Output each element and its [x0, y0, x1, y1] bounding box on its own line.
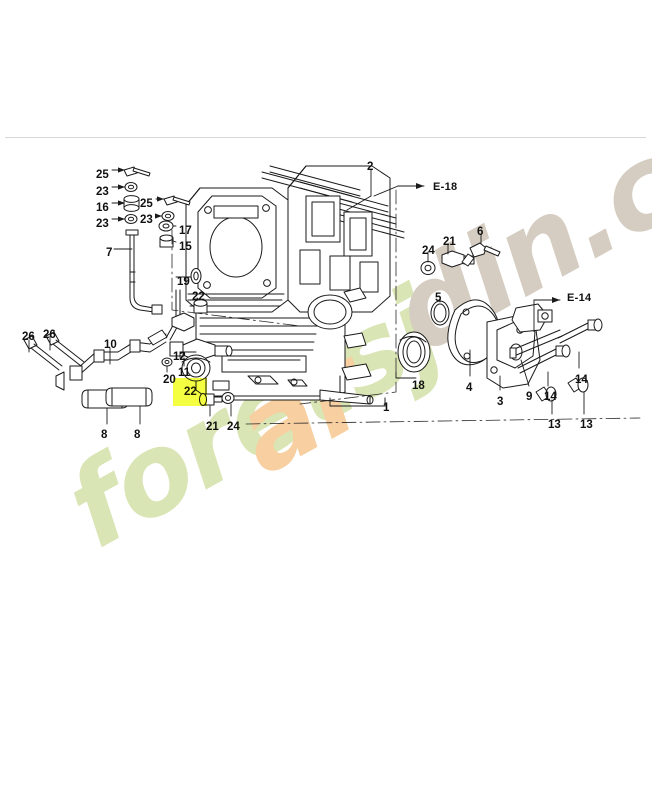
callout-c13a: 13	[548, 419, 561, 431]
callout-c23a: 23	[96, 186, 109, 198]
callout-c16: 16	[96, 202, 109, 214]
callout-c23c: 23	[140, 214, 153, 226]
callout-c23b: 23	[96, 218, 109, 230]
callout-c26b: 26	[43, 329, 56, 341]
callout-c8a: 8	[101, 429, 108, 441]
callout-c22: 22	[192, 291, 205, 303]
callout-c19: 19	[177, 276, 190, 288]
callout-c18: 18	[412, 380, 425, 392]
callout-c13b: 13	[580, 419, 593, 431]
callout-c9: 9	[526, 391, 533, 403]
callout-c5: 5	[435, 292, 442, 304]
reference-label-e14: E-14	[567, 292, 592, 304]
part-highlight-box	[173, 378, 207, 406]
callout-c25b: 25	[140, 198, 153, 210]
callout-c2: 2	[367, 161, 374, 173]
callout-c3: 3	[497, 396, 504, 408]
callout-c14b: 14	[544, 391, 557, 403]
callout-c11: 11	[178, 367, 191, 379]
callout-c26a: 26	[22, 331, 35, 343]
page-frame-top-border	[5, 137, 646, 138]
callout-c15: 15	[179, 241, 192, 253]
callout-c12: 12	[173, 351, 186, 363]
callout-c1: 1	[383, 402, 390, 414]
callout-c8b: 8	[134, 429, 141, 441]
callout-c14a: 14	[575, 374, 588, 386]
highlight-part-number: 22	[184, 386, 197, 398]
callout-c25a: 25	[96, 169, 109, 181]
callout-c21b: 21	[443, 236, 456, 248]
callout-c6: 6	[477, 226, 484, 238]
callout-c24a: 24	[227, 421, 240, 433]
callout-c21a: 21	[206, 421, 219, 433]
reference-label-e18: E-18	[433, 181, 458, 193]
callout-c20: 20	[163, 374, 176, 386]
callout-c17: 17	[179, 225, 192, 237]
callout-c24b: 24	[422, 245, 435, 257]
callout-c4: 4	[466, 382, 473, 394]
callout-c7: 7	[106, 247, 113, 259]
callout-c10: 10	[104, 339, 117, 351]
